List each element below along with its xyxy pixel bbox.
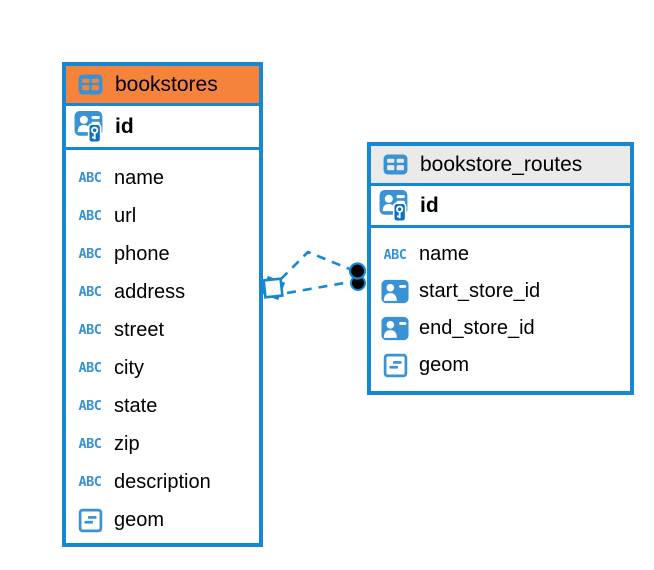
column-name: end_store_id (419, 317, 535, 339)
column-name: phone (114, 242, 170, 265)
primary-key-icon (73, 110, 106, 143)
many-end-diamond-handle[interactable] (260, 275, 286, 301)
text-type-icon: ABC (78, 474, 102, 490)
geometry-type-icon (379, 353, 411, 378)
column-row[interactable]: ABC name (371, 236, 630, 273)
primary-key-icon (378, 189, 411, 222)
column-name: start_store_id (419, 280, 541, 302)
column-row[interactable]: ABC city (66, 349, 259, 387)
primary-key-name: id (115, 114, 134, 138)
column-row[interactable]: ABC address (66, 273, 259, 311)
table-header-bookstores[interactable]: bookstores (66, 66, 259, 106)
primary-key-row[interactable]: id (66, 106, 259, 150)
column-name: name (419, 243, 470, 265)
column-name: geom (419, 354, 470, 376)
column-list: ABC name start_store_id (371, 228, 630, 391)
foreign-key-type-icon (379, 316, 411, 341)
column-row[interactable]: ABC description (66, 463, 259, 501)
column-name: address (114, 280, 186, 303)
column-list: ABC name ABC url ABC phone ABC address A… (66, 150, 259, 543)
column-name: name (114, 166, 165, 189)
column-row[interactable]: ABC zip (66, 425, 259, 463)
text-type-icon: ABC (78, 398, 102, 414)
text-type-icon: ABC (78, 360, 102, 376)
table-title: bookstore_routes (420, 152, 583, 176)
text-type-icon: ABC (78, 208, 102, 224)
table-node-bookstores[interactable]: bookstores id ABC (62, 62, 263, 547)
column-row[interactable]: geom (371, 347, 630, 384)
column-row[interactable]: ABC state (66, 387, 259, 425)
primary-key-row[interactable]: id (371, 186, 630, 228)
table-node-bookstore-routes[interactable]: bookstore_routes id ABC (367, 142, 634, 395)
text-type-icon: ABC (78, 170, 102, 186)
relationship-line-2[interactable] (286, 280, 351, 295)
table-icon (74, 74, 106, 95)
column-name: state (114, 394, 158, 417)
table-header-bookstore-routes[interactable]: bookstore_routes (371, 146, 630, 186)
one-end-dot-marker[interactable] (348, 262, 367, 291)
column-name: geom (114, 508, 165, 531)
column-row[interactable]: ABC name (66, 159, 259, 197)
column-name: url (114, 204, 137, 227)
primary-key-name: id (420, 193, 439, 217)
column-name: city (114, 356, 144, 379)
text-type-icon: ABC (78, 322, 102, 338)
column-name: street (114, 318, 165, 341)
column-row[interactable]: ABC street (66, 311, 259, 349)
geometry-type-icon (74, 508, 106, 533)
foreign-key-type-icon (379, 279, 411, 304)
column-name: zip (114, 432, 140, 455)
column-row[interactable]: geom (66, 501, 259, 539)
column-row[interactable]: ABC url (66, 197, 259, 235)
text-type-icon: ABC (383, 246, 407, 263)
text-type-icon: ABC (78, 284, 102, 300)
relationship-line-1[interactable] (280, 250, 353, 280)
table-title: bookstores (115, 72, 218, 96)
column-row[interactable]: end_store_id (371, 310, 630, 347)
column-row[interactable]: start_store_id (371, 273, 630, 310)
column-row[interactable]: ABC phone (66, 235, 259, 273)
column-name: description (114, 470, 211, 493)
text-type-icon: ABC (78, 436, 102, 452)
text-type-icon: ABC (78, 246, 102, 262)
table-icon (379, 154, 411, 175)
